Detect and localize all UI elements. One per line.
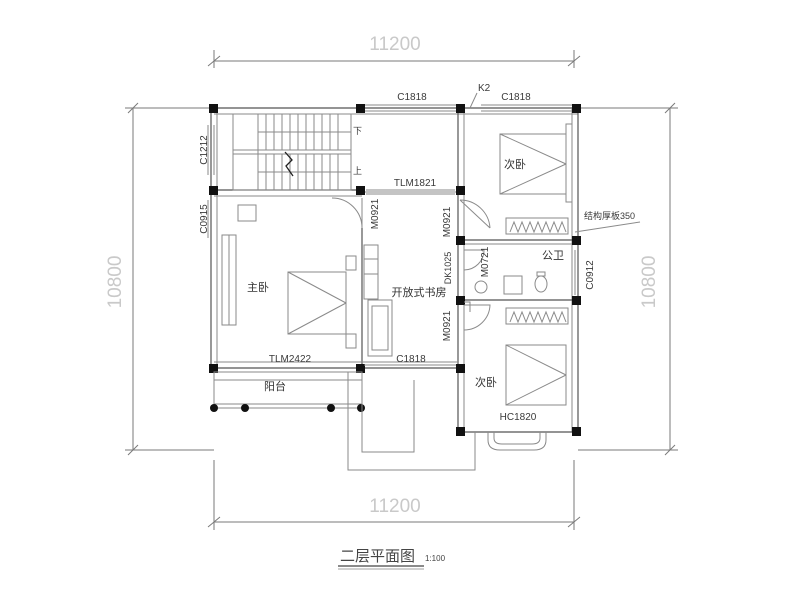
room-bathroom: 公卫 [542,249,564,262]
lower-wardrobe [505,307,569,325]
room-balcony: 阳台 [264,379,286,393]
upper-wardrobe [505,217,569,235]
label-m0921-a: M0921 [370,198,381,229]
label-m0921-b: M0921 [442,206,453,237]
label-tlm1821: TLM1821 [394,178,437,189]
label-c1818-mid: C1818 [396,354,426,365]
label-m0721: M0721 [480,246,491,277]
master-wardrobe [221,234,237,326]
dimension-top [207,50,581,68]
dimension-left-text: 10800 [105,256,126,309]
study-sofa [367,299,393,357]
doors [331,197,491,331]
structural-columns [209,104,581,436]
label-c1818-top: C1818 [397,92,427,103]
master-bed [287,255,357,349]
label-hc1820: HC1820 [500,412,537,423]
stair-up-label: 上 [353,166,362,176]
room-master-bedroom: 主卧 [247,281,269,294]
drawing-title: 二层平面图 [340,547,415,565]
bay-window [487,432,547,451]
label-structural-note: 结构厚板350 [584,210,635,221]
label-dk1025: DK1025 [443,252,453,285]
dimension-bottom-text: 11200 [369,496,420,517]
windows [207,104,576,366]
dimension-top-text: 11200 [369,34,420,55]
note-leader [574,221,641,233]
bathroom-fixtures [474,271,548,295]
label-c0915: C0915 [199,204,210,234]
upper-bed [499,123,573,203]
study-bookshelf [363,244,379,300]
dimension-right [578,102,678,456]
label-m0921-c: M0921 [442,310,453,341]
stair-down-label: 下 [353,126,362,136]
staircase [232,113,352,191]
dimension-right-text: 10800 [639,256,660,309]
dimension-bottom [207,460,581,530]
label-k2: K2 [478,83,491,94]
label-tlm2422: TLM2422 [269,354,312,365]
room-bedroom-top: 次卧 [504,157,526,171]
k2-leader [469,92,478,109]
label-c1212: C1212 [199,135,210,165]
room-study: 开放式书房 [392,285,447,299]
dimension-left [125,102,214,456]
label-c1818-top-right: C1818 [501,92,531,103]
drawing-scale: 1:100 [425,554,446,563]
lower-bed [505,344,567,406]
desk-chair [237,204,257,222]
label-c0912: C0912 [585,260,596,290]
balcony [210,371,476,471]
room-bedroom-bottom: 次卧 [475,375,497,389]
